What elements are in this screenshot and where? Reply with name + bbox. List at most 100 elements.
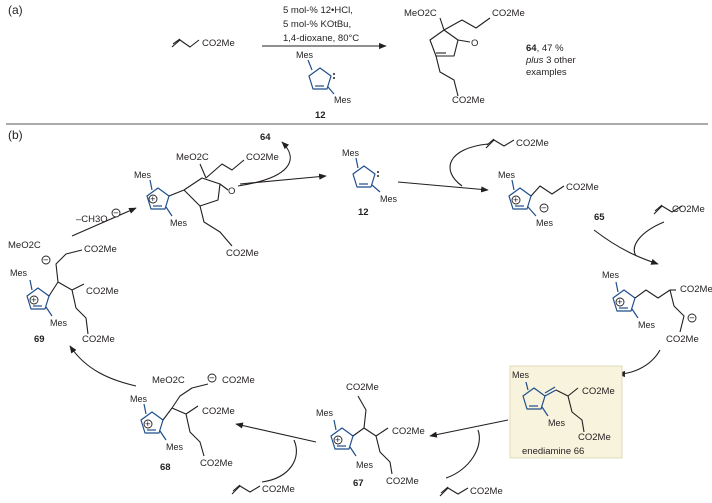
ester-label: CO2Me	[492, 8, 525, 19]
compound-67-label: 67	[353, 478, 364, 489]
zwitterion-68: + Mes Mes MeO2C − CO2Me CO2Me CO2Me	[130, 373, 255, 469]
cycle-arrow-65-to-dimer	[593, 229, 659, 265]
panel-b-label: (b)	[8, 128, 23, 142]
ester-label: CO2Me	[566, 182, 599, 193]
cyclopentenone-product-64: O MeO2C CO2Me CO2Me	[404, 8, 525, 106]
cycle-arrow-to-67	[429, 419, 509, 438]
mes-label: Mes	[536, 218, 554, 228]
cycle-arrow-to-adduct	[71, 207, 137, 237]
cycle-arrow-to-12	[239, 173, 327, 185]
dimer-zwitterion: + Mes Mes CO2Me − CO2Me	[602, 270, 712, 345]
ester-label: CO2Me	[246, 152, 279, 163]
acrylate-addition-arrow	[261, 439, 297, 483]
mes-label: Mes	[130, 394, 148, 404]
ester-label: MeO2C	[176, 152, 209, 163]
yield-rest: 3 other	[546, 55, 576, 66]
ester-label: CO2Me	[222, 375, 255, 386]
methoxide-leaving-group: –CH3O	[76, 214, 108, 225]
svg-text:+: +	[513, 195, 519, 206]
ester-label: CO2Me	[262, 484, 295, 495]
yield-plus: plus	[525, 55, 544, 66]
ester-label: CO2Me	[582, 386, 615, 397]
cycle-arrow-to-69	[69, 345, 137, 387]
condition-line-3: 1,4-dioxane, 80°C	[283, 33, 359, 44]
compound-65-label: 65	[594, 212, 605, 223]
ester-label: CO2Me	[680, 284, 712, 295]
acrylate-reagent: CO2Me	[653, 204, 705, 215]
ester-label: CO2Me	[82, 334, 115, 345]
cycle-arrow-to-66	[617, 349, 661, 378]
nhc-12-cycle-structure: Mes Mes	[342, 148, 398, 204]
ester-label: CO2Me	[86, 286, 119, 297]
svg-text:+: +	[31, 295, 37, 306]
ester-label: CO2Me	[470, 486, 503, 497]
ester-label: CO2Me	[672, 204, 705, 215]
enediamine-highlight-box	[509, 365, 623, 459]
panel-a-label: (a)	[8, 3, 23, 17]
mes-label: Mes	[342, 148, 360, 158]
svg-text:−: −	[209, 373, 215, 384]
ketone-oxygen: O	[471, 38, 478, 49]
ester-label: CO2Me	[200, 458, 233, 469]
condition-line-2: 5 mol-% KOtBu,	[283, 19, 351, 30]
compound-12-label: 12	[358, 207, 369, 218]
acrylate-reagent: CO2Me	[485, 138, 549, 149]
mes-label: Mes	[166, 442, 184, 452]
reaction-conditions: 5 mol-% 12•HCl, 5 mol-% KOtBu, 1,4-dioxa…	[283, 5, 359, 44]
methyl-acrylate-reagent: CO2Me	[171, 38, 235, 49]
yield-value: , 47 %	[537, 43, 564, 54]
yield-examples: examples	[526, 67, 567, 78]
mes-label: Mes	[134, 170, 152, 180]
mes-label: Mes	[498, 170, 516, 180]
acrylate-addition-arrow	[449, 143, 489, 187]
adduct-imidazolium: + Mes Mes	[134, 170, 188, 228]
reagent-ester-label: CO2Me	[202, 38, 235, 49]
acrylate-reagent: CO2Me	[439, 486, 503, 497]
catalyst-number-label: 12	[315, 110, 326, 121]
zwitterion-65: + Mes Mes CO2Me −	[498, 170, 599, 228]
mes-label: Mes	[356, 460, 374, 470]
mes-label: Mes	[50, 318, 68, 328]
mes-label: Mes	[170, 218, 188, 228]
ester-label: CO2Me	[84, 244, 117, 255]
release-arrow	[237, 141, 291, 187]
ester-label: CO2Me	[516, 138, 549, 149]
svg-text:+: +	[617, 297, 623, 308]
ester-label: CO2Me	[226, 248, 259, 259]
svg-text:−: −	[689, 313, 695, 324]
zwitterion-67: + Mes Mes CO2Me CO2Me CO2Me	[316, 382, 425, 487]
svg-text:plus 3 other: plus 3 other	[525, 55, 576, 66]
mes-label: Mes	[334, 95, 352, 105]
ester-label: MeO2C	[152, 375, 185, 386]
cycle-arrow-to-65	[397, 181, 489, 193]
mes-label: Mes	[296, 50, 314, 60]
mes-label: Mes	[380, 194, 398, 204]
ester-label: CO2Me	[578, 432, 611, 443]
condition-line-1: 5 mol-% 12•HCl,	[283, 5, 353, 16]
svg-text:+: +	[145, 419, 151, 430]
mes-label: Mes	[10, 268, 28, 278]
ketone-oxygen: O	[228, 186, 235, 197]
mes-label: Mes	[638, 320, 656, 330]
svg-text:+: +	[150, 194, 156, 205]
acrylate-addition-arrow	[633, 221, 665, 257]
ester-label: MeO2C	[404, 8, 437, 19]
mes-label: Mes	[548, 418, 566, 428]
compound-69-label: 69	[34, 334, 45, 345]
svg-text:−: −	[541, 203, 547, 214]
ester-label: CO2Me	[386, 476, 419, 487]
svg-text:+: +	[335, 435, 341, 446]
nhc-catalyst-12-structure: Mes Mes	[296, 50, 352, 105]
compound-64-label: 64	[260, 132, 271, 143]
compound-68-label: 68	[160, 462, 171, 473]
cycle-arrow-to-68	[235, 422, 317, 443]
enediamine-66: Mes Mes CO2Me CO2Me	[512, 370, 615, 443]
svg-text:−: −	[43, 255, 49, 266]
compound-66-label: enediamine 66	[522, 446, 584, 457]
ester-label: CO2Me	[346, 382, 379, 393]
adduct-cyclopentanone: O MeO2C CO2Me CO2Me	[168, 152, 279, 259]
ester-label: CO2Me	[202, 406, 235, 417]
svg-text:64, 47 %: 64, 47 %	[526, 43, 564, 54]
ester-label: CO2Me	[392, 426, 425, 437]
